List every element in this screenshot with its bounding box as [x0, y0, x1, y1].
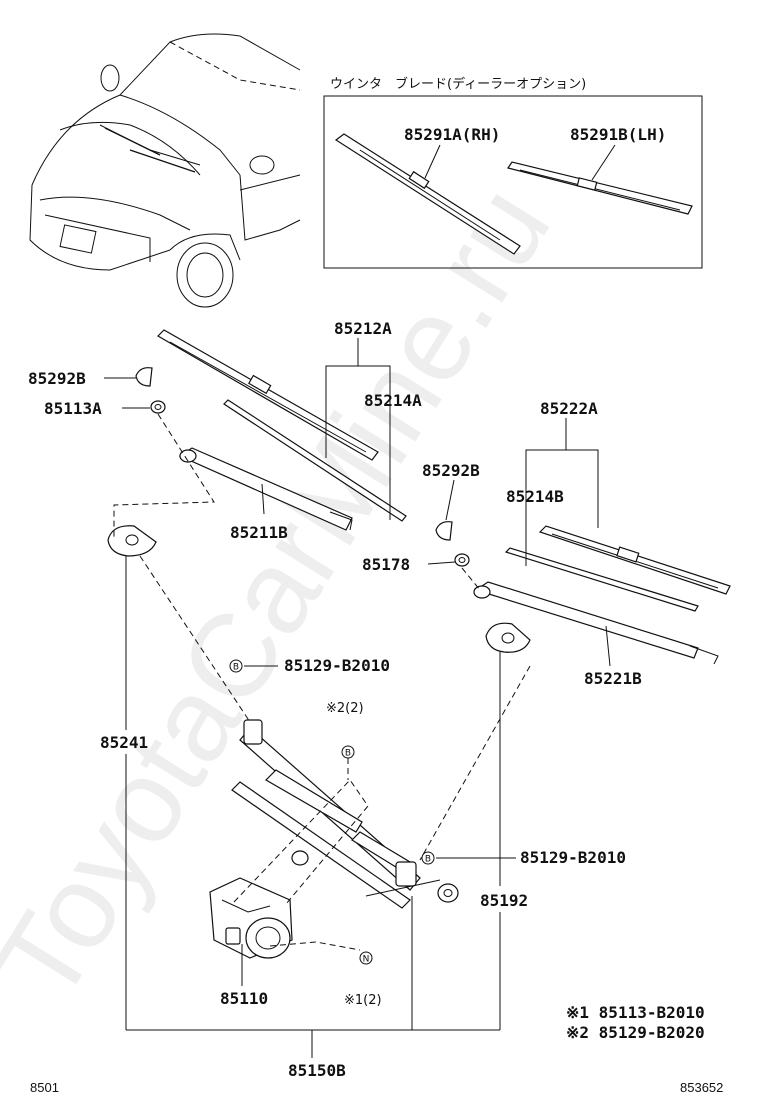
- label-85113a: 85113A: [44, 399, 102, 418]
- label-85291a: 85291A(RH): [404, 125, 500, 144]
- label-85241: 85241: [100, 733, 148, 752]
- leader-lines: [104, 338, 611, 1058]
- right-blade-refill-85214b[interactable]: [504, 547, 699, 612]
- label-85129-right: 85129-B2010: [520, 848, 626, 867]
- left-wiper-blade-85212a[interactable]: [157, 329, 379, 461]
- svg-text:B: B: [425, 855, 431, 865]
- label-85291b: 85291B(LH): [570, 125, 666, 144]
- mark-b-top: B: [229, 659, 243, 673]
- label-85129-top: 85129-B2010: [284, 656, 390, 675]
- mark-b-middle: B: [341, 745, 355, 759]
- label-85221b: 85221B: [584, 669, 642, 688]
- car-front-illustration: [29, 33, 301, 308]
- label-85110: 85110: [220, 989, 268, 1008]
- winter-blade-rh[interactable]: [334, 133, 521, 255]
- svg-text:N: N: [363, 955, 370, 965]
- mark-b-right: B: [421, 851, 435, 865]
- svg-text:B: B: [233, 663, 239, 673]
- left-nut-85113a[interactable]: [150, 400, 166, 414]
- left-wiper-arm-85211b[interactable]: [178, 447, 353, 531]
- label-85212a: 85212A: [334, 319, 392, 338]
- right-pivot-cap-85292b[interactable]: [435, 521, 453, 541]
- footer-code-right: 853652: [680, 1080, 723, 1095]
- label-85292b-right: 85292B: [422, 461, 480, 480]
- left-pivot-cover-85241[interactable]: [107, 525, 157, 557]
- svg-text:B: B: [345, 749, 351, 759]
- winter-blade-inset: ウインタ ブレード(ディーラーオプション) 85291A(RH) 85291B(…: [323, 76, 703, 269]
- left-blade-refill-85214a[interactable]: [223, 399, 407, 522]
- inset-title: ウインタ ブレード(ディーラーオプション): [330, 76, 586, 92]
- label-85150b: 85150B: [288, 1061, 346, 1080]
- wiper-linkage-assembly[interactable]: [231, 719, 459, 909]
- left-pivot-cap-85292b[interactable]: [135, 367, 153, 387]
- label-85211b: 85211B: [230, 523, 288, 542]
- mark-n: N: [359, 951, 373, 965]
- footer-code-left: 8501: [30, 1080, 59, 1095]
- label-85222a: 85222A: [540, 399, 598, 418]
- wiper-motor-85110[interactable]: [209, 877, 293, 959]
- note-2: ※2 85129-B2020: [566, 1023, 705, 1042]
- label-85292b-left: 85292B: [28, 369, 86, 388]
- right-pivot-cover-85192[interactable]: [485, 622, 531, 653]
- right-wiper-arm-85221b[interactable]: [473, 581, 719, 665]
- label-note2-ref: ※2(2): [326, 701, 364, 716]
- label-note1-ref: ※1(2): [344, 993, 382, 1008]
- note-1: ※1 85113-B2010: [566, 1003, 705, 1022]
- right-wiper-blade-85222a[interactable]: [538, 525, 731, 595]
- winter-blade-lh[interactable]: [507, 161, 693, 215]
- label-85192: 85192: [480, 891, 528, 910]
- label-85214a: 85214A: [364, 391, 422, 410]
- label-85178: 85178: [362, 555, 410, 574]
- label-85214b: 85214B: [506, 487, 564, 506]
- dashed-guide-lines: [113, 413, 531, 951]
- right-nut-85178[interactable]: [454, 553, 470, 567]
